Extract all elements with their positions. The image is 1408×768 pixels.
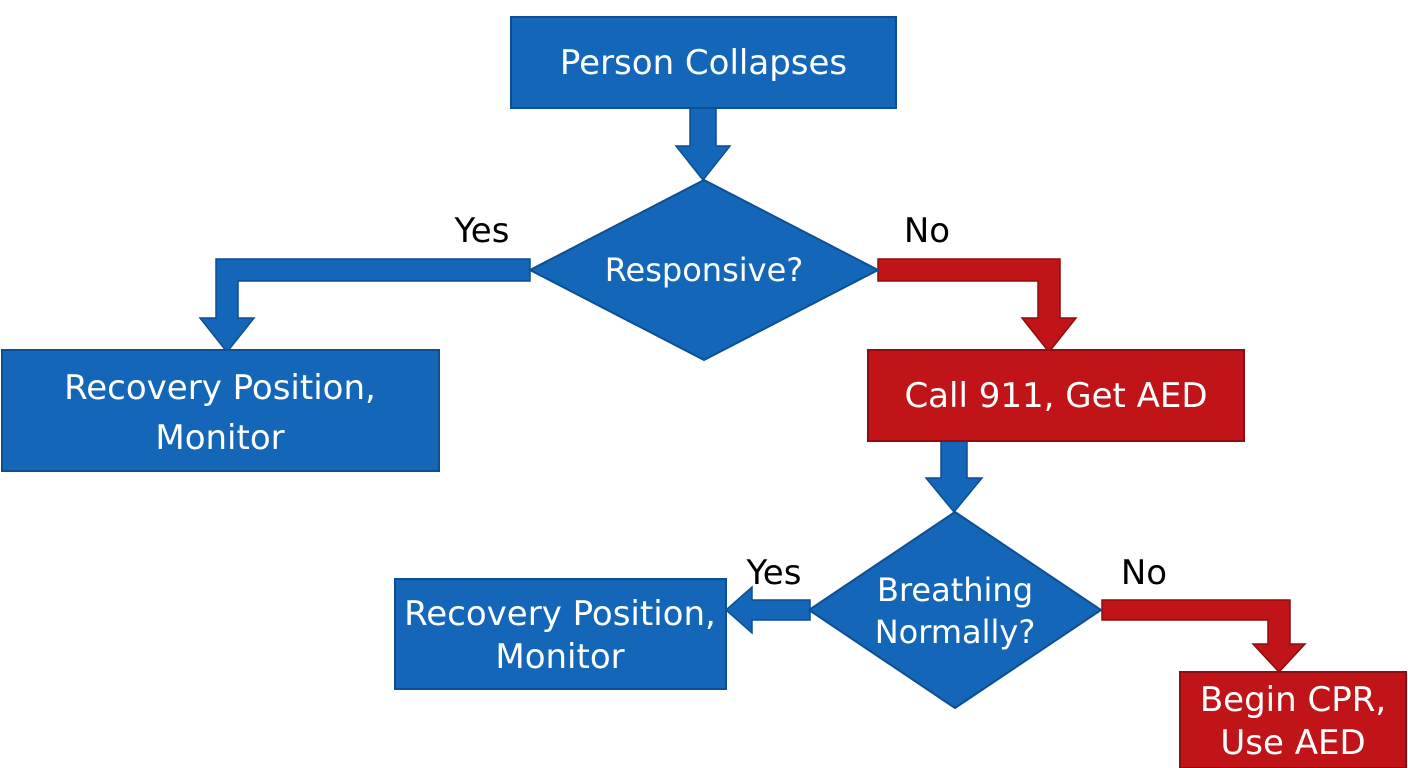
node-begin-cpr: Begin CPR, Use AED: [1179, 671, 1407, 768]
process-box: [1179, 671, 1407, 768]
node-label-line2: Use AED: [1220, 723, 1365, 763]
branch-label-responsive-no: No: [904, 211, 950, 251]
process-box: [394, 578, 727, 690]
process-box: [867, 349, 1245, 442]
decision-responsive: Responsive?: [527, 178, 881, 362]
branch-label-breathing-yes: Yes: [746, 553, 802, 593]
node-recovery-position-2: Recovery Position, Monitor: [394, 578, 727, 690]
node-label-line2: Monitor: [155, 418, 284, 458]
branch-label-breathing-no: No: [1121, 553, 1167, 593]
decision-label-line2: Normally?: [875, 613, 1036, 651]
decision-diamond: [807, 510, 1103, 710]
decision-breathing: Breathing Normally?: [807, 510, 1103, 710]
node-label: Person Collapses: [560, 43, 847, 83]
process-box: [510, 16, 897, 109]
decision-label-line1: Breathing: [877, 571, 1033, 609]
node-person-collapses: Person Collapses: [510, 16, 897, 109]
node-label-line1: Recovery Position,: [404, 594, 716, 634]
decision-label: Responsive?: [605, 251, 804, 289]
branch-label-responsive-yes: Yes: [454, 211, 510, 251]
node-recovery-position-1: Recovery Position, Monitor: [1, 349, 440, 472]
node-label-line1: Begin CPR,: [1200, 680, 1386, 720]
process-box: [1, 349, 440, 472]
node-label-line1: Recovery Position,: [64, 368, 376, 408]
arrow-breathing-yes: [724, 585, 811, 635]
node-label-line2: Monitor: [495, 637, 624, 677]
node-label: Call 911, Get AED: [904, 376, 1207, 416]
arrow-responsive-no: [877, 258, 1078, 354]
decision-diamond: [527, 178, 881, 362]
node-call-911: Call 911, Get AED: [867, 349, 1245, 442]
arrow-call-to-breathing: [924, 440, 984, 514]
arrow-start-to-responsive: [674, 107, 732, 182]
connectors: [198, 107, 1307, 674]
arrow-breathing-no: [1101, 599, 1307, 674]
arrow-responsive-yes: [198, 258, 531, 354]
